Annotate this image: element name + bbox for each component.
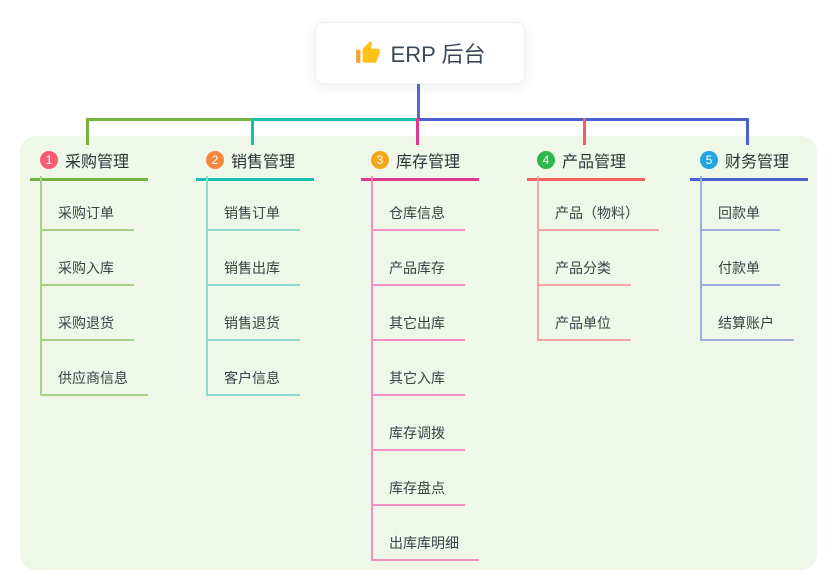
child-node[interactable]: 销售订单 xyxy=(206,204,300,231)
branch-node-finance[interactable]: 5 财务管理 xyxy=(690,148,808,181)
column-line-5 xyxy=(700,176,702,341)
bus-line-green xyxy=(86,118,251,121)
column-line-2 xyxy=(206,176,208,396)
child-node[interactable]: 付款单 xyxy=(700,259,780,286)
branch-label: 财务管理 xyxy=(725,154,790,171)
column-line-4 xyxy=(537,176,539,341)
child-node[interactable]: 产品单位 xyxy=(537,314,631,341)
branch-node-inventory[interactable]: 3 库存管理 xyxy=(361,148,479,181)
child-node[interactable]: 库存调拨 xyxy=(371,424,465,451)
mindmap-panel xyxy=(20,136,817,570)
child-node[interactable]: 产品分类 xyxy=(537,259,631,286)
child-node[interactable]: 出库库明细 xyxy=(371,534,479,561)
child-node[interactable]: 采购入库 xyxy=(40,259,134,286)
child-node[interactable]: 客户信息 xyxy=(206,369,300,396)
branch-label: 销售管理 xyxy=(231,154,296,171)
connector-drop-3 xyxy=(416,118,419,145)
connector-drop-1 xyxy=(86,118,89,145)
child-node[interactable]: 供应商信息 xyxy=(40,369,148,396)
connector-drop-5 xyxy=(746,118,749,145)
branch-badge-5: 5 xyxy=(700,151,718,169)
branch-badge-2: 2 xyxy=(206,151,224,169)
child-node[interactable]: 采购退货 xyxy=(40,314,134,341)
child-node[interactable]: 其它入库 xyxy=(371,369,465,396)
child-node[interactable]: 库存盘点 xyxy=(371,479,465,506)
root-node[interactable]: ERP 后台 xyxy=(315,22,525,84)
child-node[interactable]: 产品库存 xyxy=(371,259,465,286)
root-label: ERP 后台 xyxy=(390,42,486,67)
branch-node-product[interactable]: 4 产品管理 xyxy=(527,148,645,181)
child-node[interactable]: 销售退货 xyxy=(206,314,300,341)
child-node[interactable]: 采购订单 xyxy=(40,204,134,231)
thumbs-up-icon xyxy=(355,40,381,66)
branch-label: 采购管理 xyxy=(65,154,130,171)
bus-line-teal xyxy=(251,118,416,121)
child-node[interactable]: 产品（物料） xyxy=(537,204,659,231)
branch-badge-4: 4 xyxy=(537,151,555,169)
child-node[interactable]: 结算账户 xyxy=(700,314,794,341)
branch-node-sales[interactable]: 2 销售管理 xyxy=(196,148,314,181)
child-node[interactable]: 仓库信息 xyxy=(371,204,465,231)
root-connector-line xyxy=(417,82,420,118)
column-line-1 xyxy=(40,176,42,396)
branch-node-procurement[interactable]: 1 采购管理 xyxy=(30,148,148,181)
connector-drop-2 xyxy=(251,118,254,145)
column-line-3 xyxy=(371,176,373,561)
bus-line-blue xyxy=(416,118,749,121)
connector-drop-4 xyxy=(583,118,586,145)
child-node[interactable]: 其它出库 xyxy=(371,314,465,341)
branch-label: 库存管理 xyxy=(396,154,461,171)
branch-badge-3: 3 xyxy=(371,151,389,169)
branch-label: 产品管理 xyxy=(562,154,627,171)
child-node[interactable]: 销售出库 xyxy=(206,259,300,286)
branch-badge-1: 1 xyxy=(40,151,58,169)
child-node[interactable]: 回款单 xyxy=(700,204,780,231)
